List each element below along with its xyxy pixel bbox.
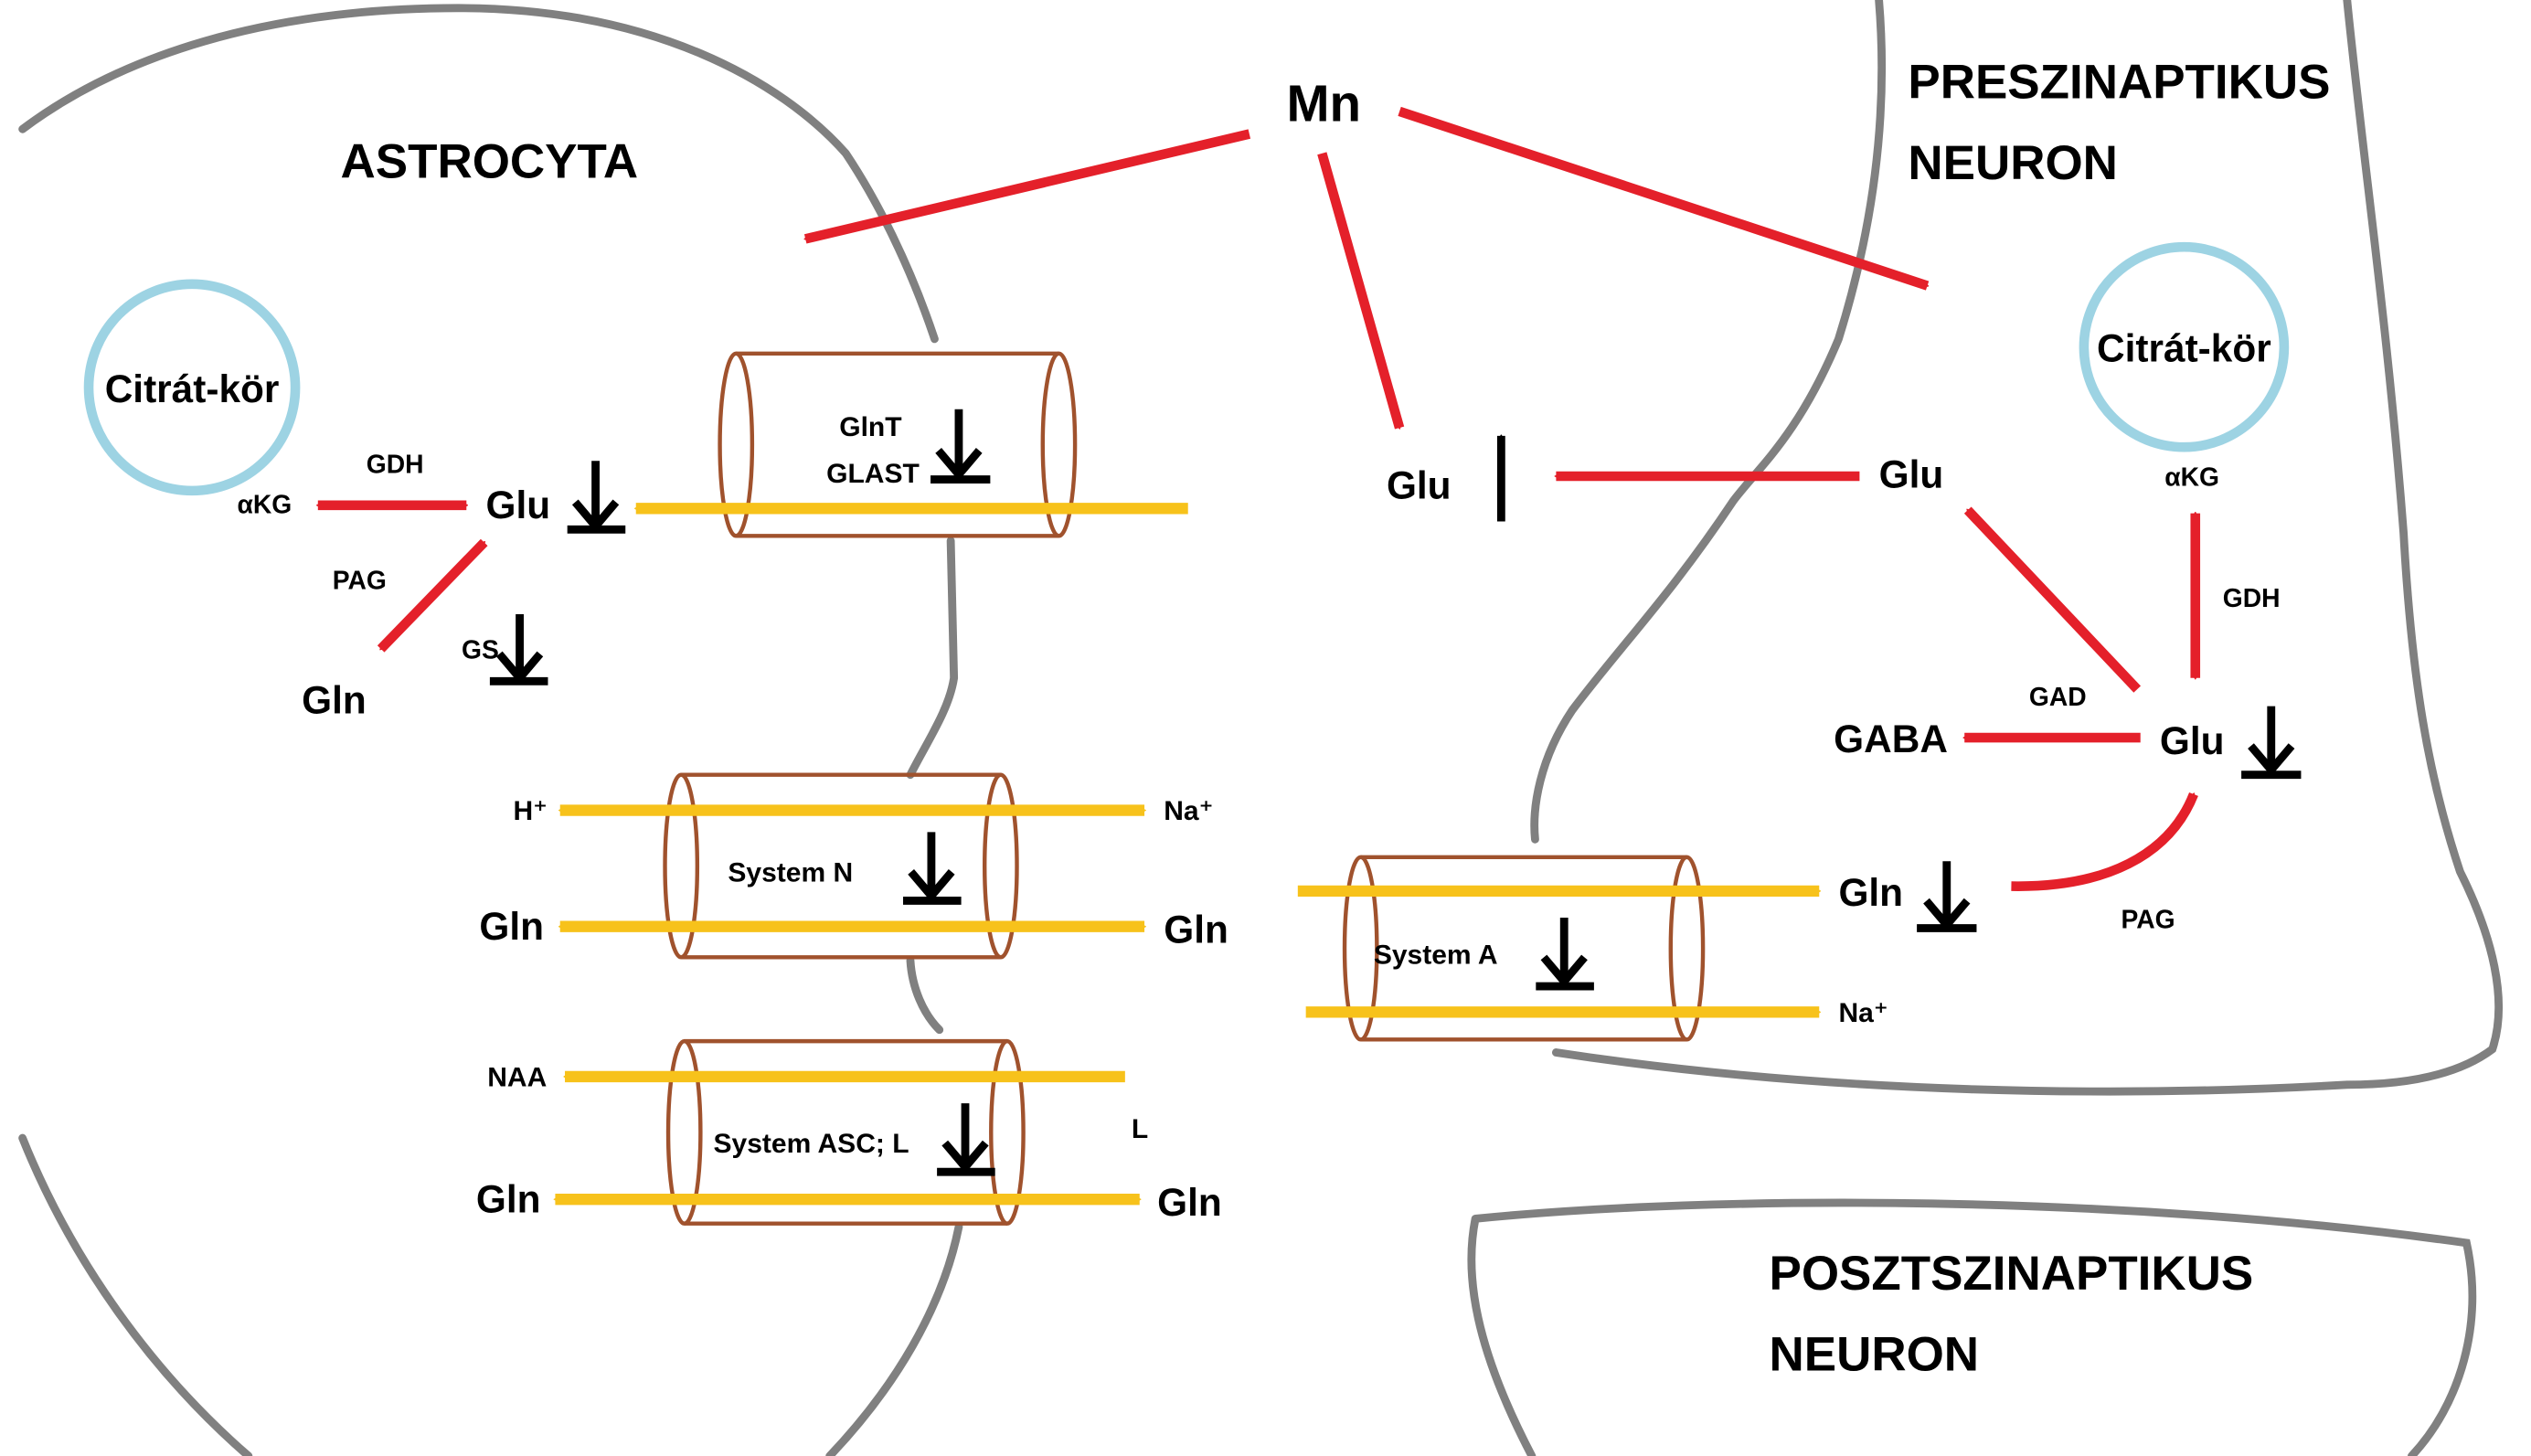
neuron-citrate-cycle bbox=[2079, 241, 2290, 452]
neuron-gaba: GABA bbox=[1834, 717, 1948, 760]
system-asc-transporter bbox=[665, 1038, 1026, 1226]
gln-right-asc-label: Gln bbox=[1157, 1181, 1222, 1224]
astrocyte-pag-arrow bbox=[377, 538, 488, 653]
astrocyte-title: ASTROCYTA bbox=[341, 134, 639, 188]
astrocyte-citrate-cycle bbox=[83, 279, 301, 496]
system-a-transporter bbox=[1342, 855, 1706, 1042]
glnt-glast-transporter bbox=[718, 351, 1078, 538]
neuron-glu-decrease-icon bbox=[2241, 706, 2302, 780]
astrocyte-citrate-cycle-label: Citrát-kör bbox=[105, 367, 280, 410]
system-n-label: System N bbox=[728, 857, 853, 887]
system-n-transporter bbox=[663, 772, 1019, 960]
postsynaptic-membrane bbox=[1467, 1198, 2477, 1456]
glast-label: GLAST bbox=[826, 459, 920, 489]
l-label: L bbox=[1132, 1114, 1148, 1144]
postsynaptic-title-line2: NEURON bbox=[1770, 1327, 1980, 1381]
astrocyte-glu-decrease-icon bbox=[567, 461, 626, 534]
astrocyte-membrane-mid bbox=[906, 537, 959, 780]
astrocyte-gs-decrease-icon bbox=[489, 613, 548, 685]
astrocyte-glu: Glu bbox=[485, 484, 550, 526]
presynaptic-membrane-left bbox=[1530, 0, 1887, 844]
astrocyte-akg: αKG bbox=[238, 490, 292, 519]
cleft-glu-label: Glu bbox=[1387, 464, 1452, 507]
system-n-decrease-icon bbox=[903, 832, 962, 905]
neuron-gln-decrease-icon bbox=[1917, 861, 1977, 932]
neuron-citrate-cycle-label: Citrát-kör bbox=[2097, 327, 2271, 370]
neuron-akg: αKG bbox=[2164, 462, 2219, 492]
naa-label: NAA bbox=[487, 1063, 547, 1093]
astrocyte-membrane-bottom bbox=[18, 1133, 963, 1456]
astrocyte-pag: PAG bbox=[333, 566, 387, 595]
presynaptic-title-line1: PRESZINAPTIKUS bbox=[1908, 56, 2330, 110]
presynaptic-title-line2: NEURON bbox=[1908, 136, 2118, 190]
astrocyte-gs: GS bbox=[462, 635, 499, 664]
system-asc-decrease-icon bbox=[937, 1103, 995, 1176]
neuron-glu-to-vesicle-arrow bbox=[1963, 506, 2142, 693]
gln-right-n-label: Gln bbox=[1164, 908, 1228, 951]
neuron-gdh: GDH bbox=[2223, 583, 2281, 612]
astrocyte-gln: Gln bbox=[302, 679, 367, 722]
glnt-label: GlnT bbox=[839, 412, 902, 442]
glnt-decrease-icon bbox=[931, 409, 991, 484]
neuron-glu: Glu bbox=[2160, 719, 2225, 762]
na-plus-a-label: Na⁺ bbox=[1838, 998, 1888, 1028]
gln-left-n-label: Gln bbox=[479, 905, 544, 948]
mn-to-cleft-glu-arrow bbox=[1317, 152, 1405, 428]
system-a-decrease-icon bbox=[1536, 918, 1594, 991]
gln-a-label: Gln bbox=[1838, 871, 1903, 914]
mn-label: Mn bbox=[1286, 74, 1361, 132]
astrocyte-membrane-lower-link bbox=[906, 956, 944, 1035]
astrocyte-gdh: GDH bbox=[367, 449, 424, 478]
presynaptic-membrane-right bbox=[1551, 0, 2504, 1096]
gln-left-asc-label: Gln bbox=[476, 1177, 541, 1220]
cell-membranes bbox=[18, 0, 2504, 1456]
postsynaptic-title-line1: POSZTSZINAPTIKUS bbox=[1770, 1247, 2254, 1301]
neuron-glu-top: Glu bbox=[1879, 452, 1944, 495]
neuron-pag-arrow bbox=[2011, 794, 2198, 891]
h-plus-label: H⁺ bbox=[514, 796, 548, 826]
system-a-label: System A bbox=[1374, 940, 1498, 970]
astrocyte-membrane-upper bbox=[18, 4, 939, 344]
neuron-gad: GAD bbox=[2029, 682, 2087, 711]
system-asc-label: System ASC; L bbox=[714, 1129, 909, 1159]
mn-to-presynaptic-arrow bbox=[1398, 106, 1928, 291]
mn-to-astrocyte-arrow bbox=[805, 129, 1251, 244]
neuron-pag: PAG bbox=[2122, 904, 2175, 933]
na-plus-n-label: Na⁺ bbox=[1164, 796, 1213, 826]
